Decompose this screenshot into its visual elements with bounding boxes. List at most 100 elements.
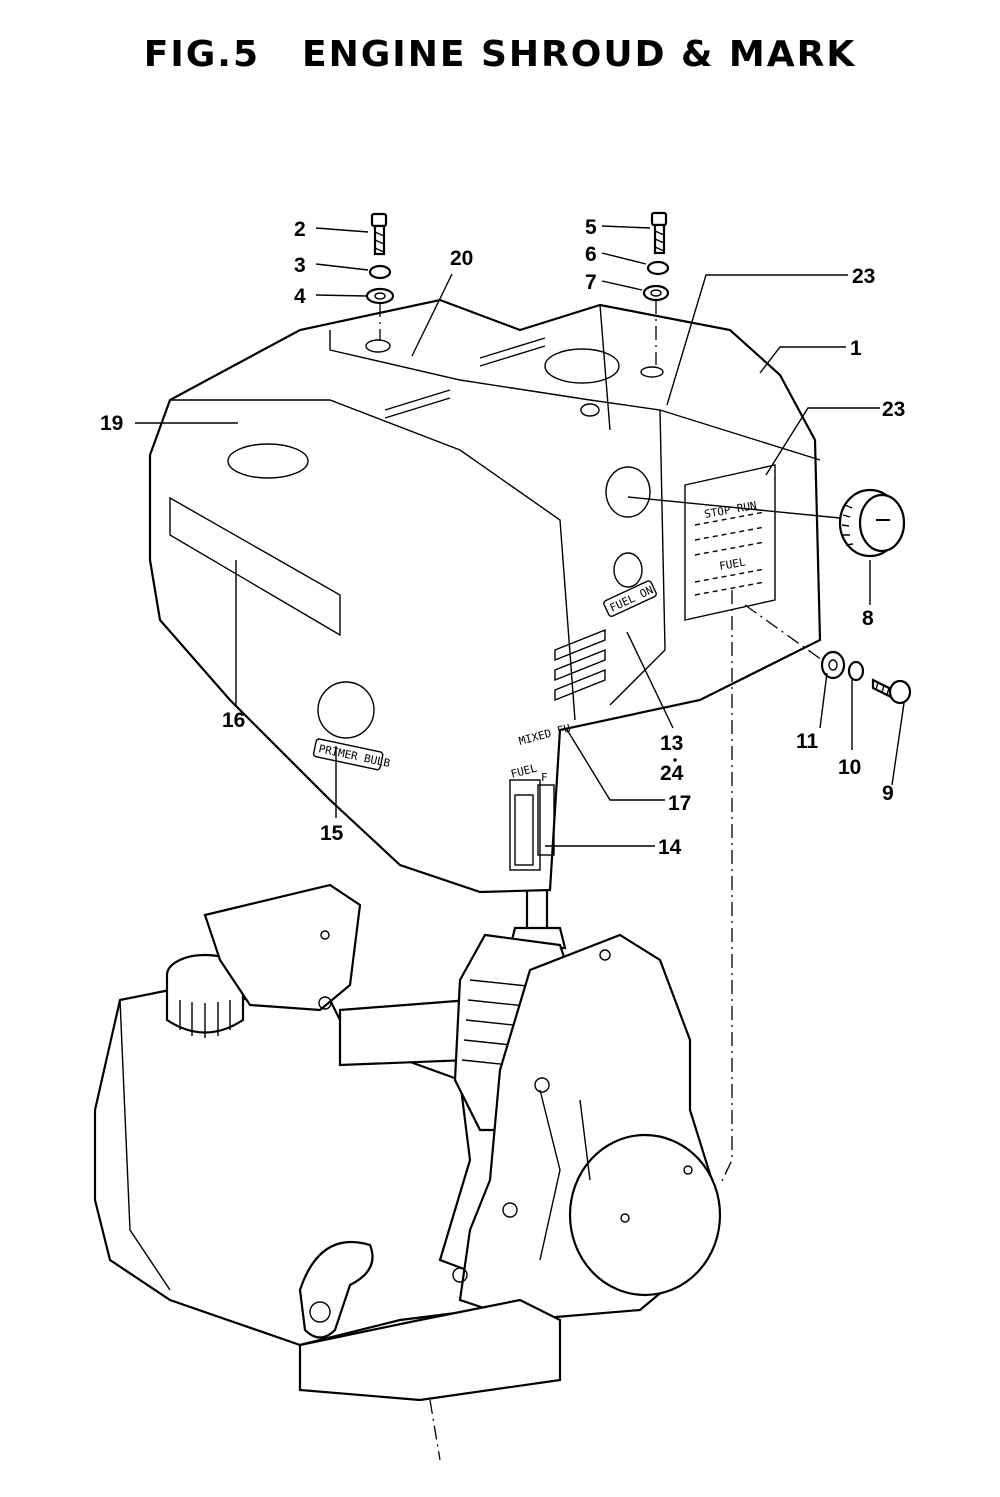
primer-bulb-label-frame [312,738,384,771]
screw-hole-left [365,339,391,353]
leader-3 [315,263,369,271]
callout-14: 14 [658,836,682,859]
flat-washer-right [642,284,670,302]
shroud-side-panel-edge [609,409,666,706]
assembly-lines [379,300,823,1461]
callout-17: 17 [668,792,691,815]
crankcase-bolt [599,949,611,961]
callouts: 2 3 4 5 6 7 20 23 1 23 19 8 16 13 24 11 … [100,216,905,859]
flat-washer-side-hole [828,659,838,671]
lock-washer-side [847,660,865,682]
leader-5 [601,225,651,229]
leader-9 [891,702,905,786]
figure-number: FIG.5 [143,34,261,75]
drive-tube [338,998,472,1067]
callout-1: 1 [850,337,862,360]
tank-edge [119,999,171,1291]
callout-23: 23 [882,398,905,421]
callout-18: 19 [100,412,123,435]
callout-8: 8 [862,607,874,630]
leader-11 [819,672,828,729]
front-label-area [169,496,341,637]
leader-7 [601,280,643,291]
callout-20: 23 [852,265,875,288]
bracket-bolt [320,930,330,940]
side-decal-panel [684,464,776,621]
callout-15: 15 [320,822,344,845]
handle-hole [309,1301,331,1323]
recoil-starter-cover [568,1133,722,1297]
shroud-outline [148,298,822,894]
primer-bulb-hole [317,681,375,739]
top-opening [544,348,620,384]
flat-washer-left [365,287,395,305]
callout-4: 4 [294,285,306,308]
engine-assembly [93,878,722,1402]
lock-washer-right [646,260,670,276]
fuel-gauge-full-mark: F [541,771,548,784]
leader-2 [315,227,369,233]
leader-6 [601,252,647,265]
vent-slots [554,628,606,702]
shroud-top-edge [329,330,821,461]
callout-2: 2 [294,218,306,241]
small-hole [580,403,600,417]
leader-lines [135,225,905,847]
top-ridge-strips [384,337,546,419]
tank-cap-ribs [179,1000,231,1038]
knob-knurl [841,504,854,546]
flat-washer-right-hole [650,289,662,297]
switch-knob-face [858,493,906,553]
page-title: FIG.5 ENGINE SHROUD & MARK [0,34,1000,75]
leader-13 [626,631,674,729]
leader-8 [627,496,841,519]
leader-20 [666,274,848,406]
screw-hole-right [640,366,664,378]
shroud-crease [170,399,576,721]
crankcase-bolt [502,1202,518,1218]
handle-grip [298,1240,374,1339]
callout-dot [673,758,677,762]
bolt-side-head [888,679,912,705]
leader-17 [565,727,665,801]
callout-19: 20 [450,247,473,270]
fuel-on-label-frame [603,580,657,618]
callout-9: 9 [882,782,894,805]
cover-screw-hole [683,1165,693,1175]
crankcase-ribs [539,1089,591,1261]
crankcase-bolt [534,1077,550,1093]
callout-7: 7 [585,271,597,294]
leader-1 [759,346,846,374]
fuel-gauge-inner [514,794,534,866]
screw-left [370,212,388,228]
cover-center [620,1213,630,1223]
leader-19 [411,273,453,357]
intake-opening [227,443,309,479]
screw-right-thread [654,230,665,252]
leader-4 [315,294,367,297]
callout-11: 11 [796,730,819,753]
lock-washer-left [368,264,392,280]
fuel-gauge-scale [537,784,555,856]
callout-10: 10 [838,756,861,779]
bracket-bolt [318,996,332,1010]
assembly-line [429,1399,441,1461]
screw-left-thread [374,231,385,253]
assembly-line [744,604,823,661]
callout-5: 5 [585,216,597,239]
callout-3: 3 [294,254,306,277]
assembly-line [719,590,733,1186]
fuel-panel-label: FUEL [718,555,747,572]
leader-23 [765,407,880,476]
figure-title: ENGINE SHROUD & MARK [302,34,857,75]
shroud-seam [599,304,611,431]
base-bolt [452,1267,468,1283]
screw-right [650,211,668,227]
flat-washer-left-hole [374,292,386,300]
callout-16: 16 [222,709,245,732]
callout-24: 24 [660,762,684,785]
engine-shroud [148,298,822,894]
fuel-gauge-window [509,779,541,871]
